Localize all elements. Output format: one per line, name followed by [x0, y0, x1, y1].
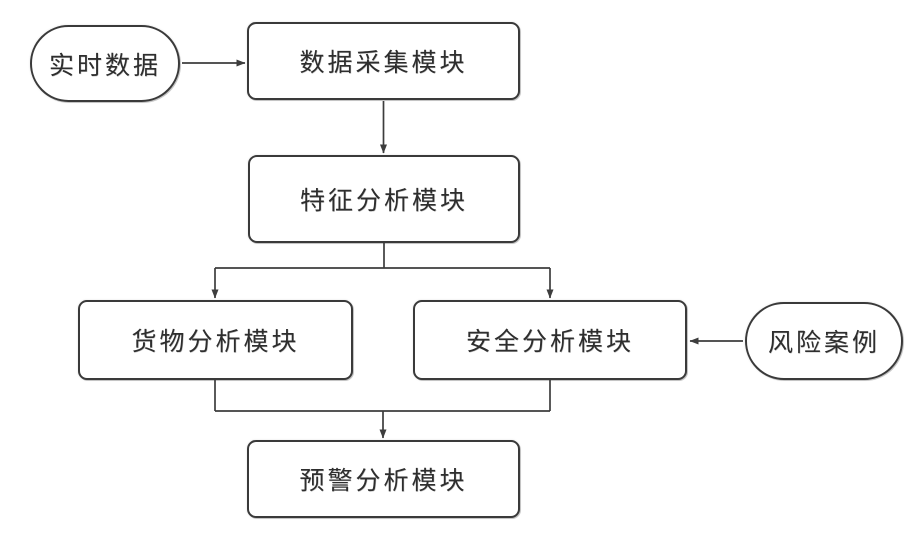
- node-safety-analysis-label: 安全分析模块: [465, 327, 634, 356]
- node-risk-case-label: 风险案例: [767, 328, 880, 357]
- node-realtime-data: 实时数据: [30, 25, 180, 102]
- node-data-collection-module: 数据采集模块: [247, 22, 520, 100]
- node-cargo-analysis-label: 货物分析模块: [131, 327, 300, 356]
- node-data-collection-label: 数据采集模块: [299, 48, 468, 77]
- node-warning-analysis-module: 预警分析模块: [247, 440, 520, 518]
- node-cargo-analysis-module: 货物分析模块: [78, 300, 353, 380]
- node-risk-case: 风险案例: [745, 302, 903, 380]
- node-realtime-data-label: 实时数据: [48, 50, 161, 80]
- node-warning-analysis-label: 预警分析模块: [299, 466, 468, 495]
- node-feature-analysis-label: 特征分析模块: [299, 186, 468, 215]
- node-feature-analysis-module: 特征分析模块: [248, 155, 520, 243]
- node-safety-analysis-module: 安全分析模块: [413, 300, 687, 380]
